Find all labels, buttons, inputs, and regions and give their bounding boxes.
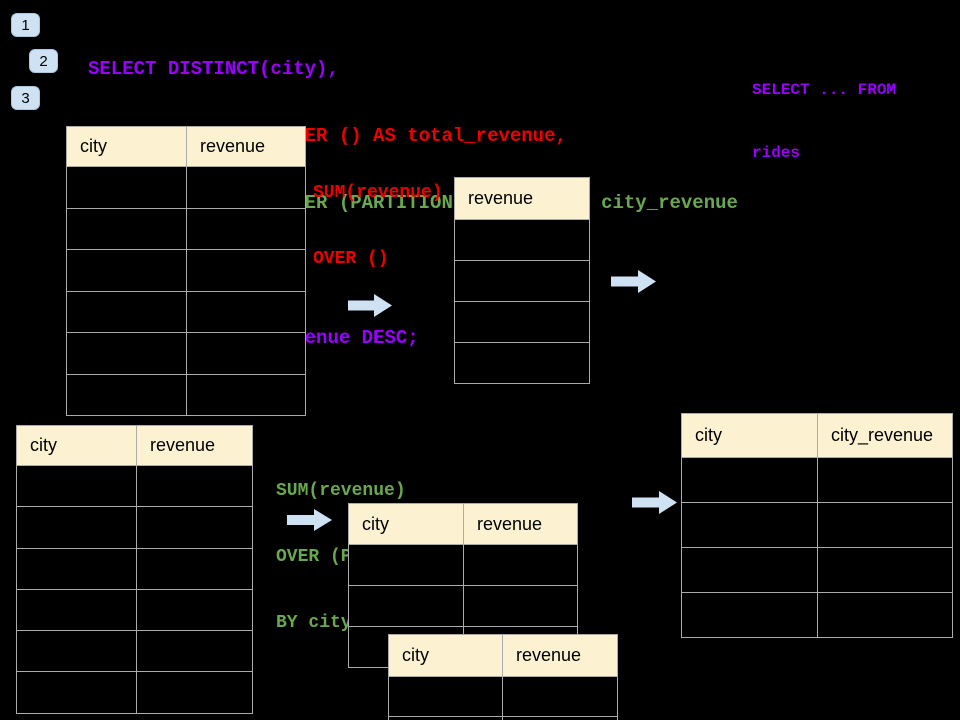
empty-cell bbox=[502, 676, 618, 717]
table-row bbox=[681, 547, 953, 593]
empty-cell bbox=[463, 585, 578, 627]
table-row bbox=[66, 207, 306, 250]
empty-cell bbox=[817, 502, 953, 548]
empty-cell bbox=[817, 592, 953, 638]
empty-cell bbox=[388, 715, 503, 720]
column-header-city-revenue: city_revenue bbox=[817, 413, 953, 458]
flow-arrow-icon bbox=[632, 491, 677, 514]
empty-cell bbox=[16, 588, 137, 632]
sql-code-line-select: SELECT DISTINCT(city), bbox=[88, 57, 339, 80]
table-source-top: city revenue bbox=[66, 126, 306, 416]
annotation-line: OVER () bbox=[313, 249, 389, 269]
table-total-revenue-result: revenue bbox=[454, 177, 590, 384]
table-row bbox=[681, 457, 953, 503]
empty-cell bbox=[136, 547, 253, 590]
empty-cell bbox=[348, 585, 464, 627]
table-row bbox=[16, 588, 253, 632]
annotation-line: SUM(revenue) bbox=[276, 481, 406, 501]
column-header-revenue: revenue bbox=[463, 503, 578, 545]
side-note-select-from-rides: SELECT ... FROM rides bbox=[752, 38, 896, 206]
column-header-city: city bbox=[348, 503, 464, 545]
empty-cell bbox=[66, 290, 187, 333]
empty-cell bbox=[502, 715, 618, 720]
column-header-revenue: revenue bbox=[136, 425, 253, 466]
annotation-line: SUM(revenue) bbox=[313, 183, 443, 203]
column-header-city: city bbox=[388, 634, 503, 677]
empty-cell bbox=[454, 342, 590, 384]
side-note-line: SELECT ... FROM bbox=[752, 81, 897, 99]
empty-cell bbox=[681, 592, 818, 638]
empty-cell bbox=[454, 301, 590, 343]
empty-cell bbox=[186, 249, 306, 292]
empty-cell bbox=[66, 166, 187, 209]
column-header-revenue: revenue bbox=[454, 177, 590, 220]
empty-cell bbox=[16, 630, 137, 673]
empty-cell bbox=[66, 249, 187, 292]
empty-cell bbox=[681, 457, 818, 503]
table-row bbox=[16, 506, 253, 549]
column-header-city: city bbox=[66, 126, 187, 167]
empty-cell bbox=[136, 588, 253, 632]
column-header-revenue: revenue bbox=[502, 634, 618, 677]
empty-cell bbox=[817, 547, 953, 593]
table-row bbox=[388, 676, 618, 717]
table-row bbox=[454, 342, 590, 384]
empty-cell bbox=[16, 547, 137, 590]
side-note-line: rides bbox=[752, 144, 801, 162]
empty-cell bbox=[186, 207, 306, 250]
empty-cell bbox=[136, 506, 253, 549]
table-city-revenue-result: city city_revenue bbox=[681, 413, 953, 638]
table-row bbox=[454, 301, 590, 343]
step-badge-1: 1 bbox=[11, 13, 40, 37]
flow-arrow-icon bbox=[611, 270, 656, 293]
empty-cell bbox=[186, 332, 306, 375]
empty-cell bbox=[348, 544, 464, 586]
total-revenue-annotation: SUM(revenue) OVER () bbox=[313, 138, 443, 314]
table-row bbox=[66, 373, 306, 416]
table-row bbox=[348, 544, 578, 586]
empty-cell bbox=[681, 502, 818, 548]
table-row bbox=[388, 715, 618, 720]
empty-cell bbox=[136, 630, 253, 673]
table-row bbox=[16, 671, 253, 714]
empty-cell bbox=[454, 260, 590, 302]
step-badge-3: 3 bbox=[11, 86, 40, 110]
empty-cell bbox=[817, 457, 953, 503]
step-badge-2: 2 bbox=[29, 49, 58, 73]
table-row bbox=[454, 260, 590, 302]
empty-cell bbox=[136, 464, 253, 508]
column-header-city: city bbox=[681, 413, 818, 458]
table-row bbox=[66, 166, 306, 209]
table-row bbox=[681, 502, 953, 548]
column-header-revenue: revenue bbox=[186, 126, 306, 167]
empty-cell bbox=[136, 671, 253, 714]
column-header-city: city bbox=[16, 425, 137, 466]
empty-cell bbox=[463, 544, 578, 586]
empty-cell bbox=[186, 290, 306, 333]
empty-cell bbox=[681, 547, 818, 593]
empty-cell bbox=[186, 373, 306, 416]
empty-cell bbox=[16, 671, 137, 714]
empty-cell bbox=[186, 166, 306, 209]
flow-arrow-icon bbox=[348, 294, 392, 317]
table-row bbox=[16, 464, 253, 508]
table-row bbox=[16, 630, 253, 673]
table-row bbox=[16, 547, 253, 590]
table-partition-overlay: city revenue bbox=[388, 634, 618, 720]
empty-cell bbox=[66, 332, 187, 375]
empty-cell bbox=[66, 207, 187, 250]
table-row bbox=[681, 592, 953, 638]
table-row bbox=[66, 290, 306, 333]
table-row bbox=[66, 249, 306, 292]
empty-cell bbox=[16, 506, 137, 549]
table-row bbox=[66, 332, 306, 375]
table-row bbox=[454, 219, 590, 261]
empty-cell bbox=[388, 676, 503, 717]
table-row bbox=[348, 585, 578, 627]
flow-arrow-icon bbox=[287, 509, 332, 531]
empty-cell bbox=[16, 464, 137, 508]
empty-cell bbox=[66, 373, 187, 416]
table-source-bottom: city revenue bbox=[16, 425, 253, 714]
empty-cell bbox=[454, 219, 590, 261]
